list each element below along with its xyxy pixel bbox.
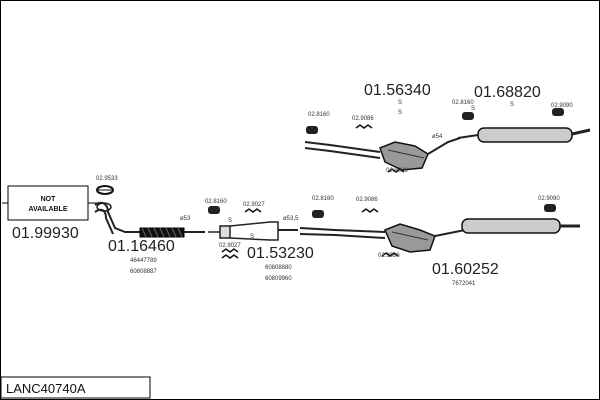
symbol-s-2: S [398, 110, 402, 116]
centre-silencer-upper [379, 137, 461, 171]
intermediate-pipe [299, 227, 386, 239]
symbol-s-4: S [471, 106, 475, 112]
diameter-2: ø53,5 [283, 216, 299, 222]
diameter-1: ø53 [180, 216, 191, 222]
part-number-6: 01.60252 [432, 261, 499, 278]
rear-silencer-upper [457, 127, 591, 143]
not-available-line2: AVAILABLE [28, 206, 67, 213]
hardware-code-4: 02.9027 [219, 243, 241, 249]
hardware-code-5: 02.8160 [308, 112, 330, 118]
hardware-code-6: 02.9086 [352, 116, 374, 122]
part-number-2: 01.16460 [108, 238, 175, 255]
hardware-code-3: 02.9027 [243, 202, 265, 208]
diameter-3: ø54 [432, 134, 443, 140]
hardware-code-7: 02.9086 [386, 168, 408, 174]
hardware-code-12: 02.8160 [452, 100, 474, 106]
hardware-code-13: 02.9090 [538, 196, 560, 202]
rubber-mount-icon [208, 108, 564, 218]
symbol-s-6: S [228, 218, 232, 224]
hardware-code-9: 02.8160 [312, 196, 334, 202]
not-available-box [7, 185, 89, 221]
hardware-code-2: 02.8160 [205, 199, 227, 205]
upper-pipe [304, 141, 381, 159]
centre-silencer-lower [384, 223, 466, 253]
front-pipe [94, 201, 140, 235]
ref-number-3: 60808880 [265, 265, 292, 271]
spring-clamp-icon [221, 124, 405, 259]
ref-number-4: 60809960 [265, 276, 292, 282]
symbol-s-1: S [398, 100, 402, 106]
hardware-code-8: 02.9090 [551, 103, 573, 109]
hardware-code-1: 02.9533 [96, 176, 118, 182]
ref-number-2: 60808887 [130, 269, 157, 275]
middle-pipe [208, 221, 298, 241]
diagram-code: LANC40740A [6, 381, 86, 396]
ref-number-5: 7672041 [452, 281, 476, 287]
part-number-3: 01.53230 [247, 245, 314, 262]
hardware-code-10: 02.9086 [356, 197, 378, 203]
hardware-code-11: 02.9086 [378, 253, 400, 259]
not-available-line1: NOT [41, 196, 57, 203]
symbol-s-5: S [250, 234, 254, 240]
code-box [0, 376, 151, 399]
flex-pipe [139, 227, 205, 238]
clamp-icon [96, 185, 114, 195]
part-number-5: 01.68820 [474, 84, 541, 101]
rear-silencer-lower [461, 218, 580, 234]
ref-number-1: 46447789 [130, 258, 157, 264]
part-number-4: 01.56340 [364, 82, 431, 99]
part-number-1: 01.99930 [12, 225, 79, 242]
symbol-s-3: S [510, 102, 514, 108]
